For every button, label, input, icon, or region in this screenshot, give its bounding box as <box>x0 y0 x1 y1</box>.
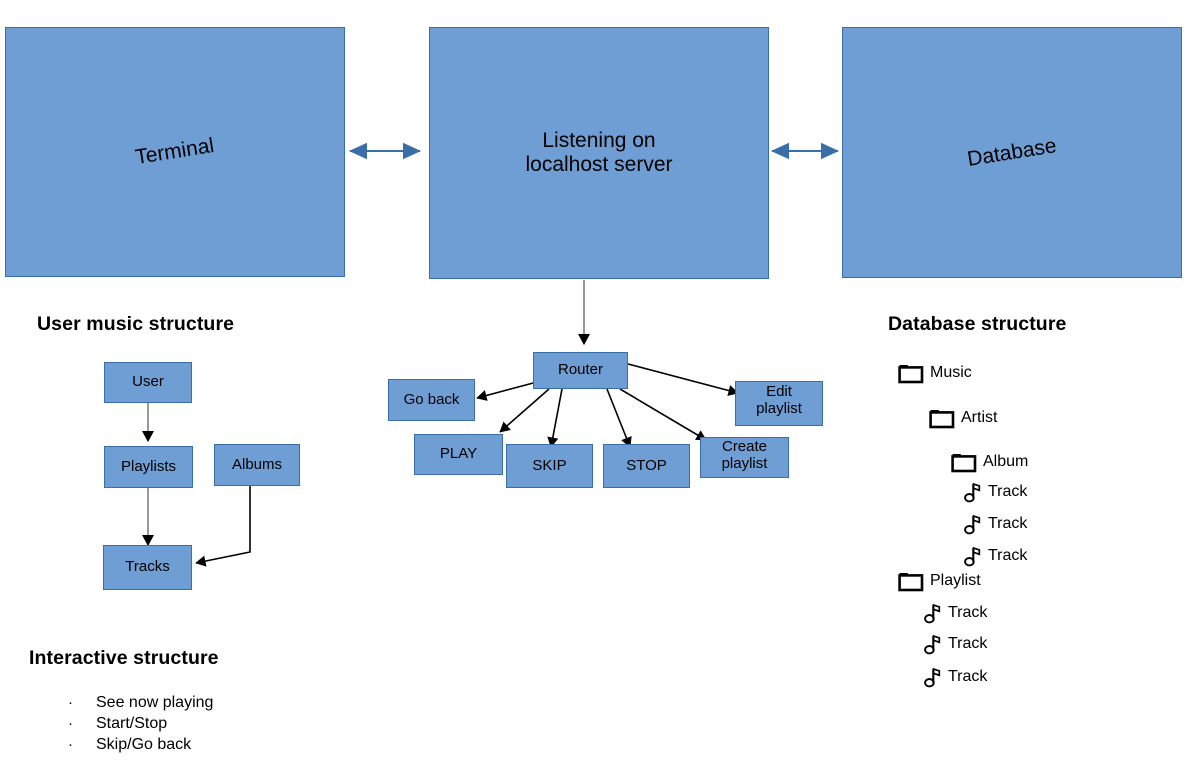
interactive-structure-list: · See now playing · Start/Stop · Skip/Go… <box>68 694 213 757</box>
bullet-icon: · <box>68 736 73 753</box>
arrow-router-edit-playlist <box>627 363 739 396</box>
database-structure-tree: Music Artist Album <box>898 360 1178 695</box>
albums-box[interactable]: Albums <box>214 444 300 486</box>
router-box-label: Router <box>557 361 604 379</box>
user-box[interactable]: User <box>104 362 192 403</box>
create-playlist-box[interactable] <box>700 437 789 478</box>
bullet-icon: · <box>68 694 73 711</box>
music-note-icon <box>964 546 982 567</box>
tree-item-track-p1[interactable]: Track <box>924 602 987 624</box>
bullet-icon: · <box>68 715 73 732</box>
tree-item-track-a3[interactable]: Track <box>964 545 1027 567</box>
database-label: Database <box>965 133 1059 171</box>
router-box[interactable]: Router <box>533 352 628 389</box>
list-item[interactable]: · See now playing <box>68 694 213 715</box>
tree-item-track-a1[interactable]: Track <box>964 481 1027 503</box>
server-box[interactable]: Listening on localhost server <box>429 27 769 279</box>
tracks-box[interactable]: Tracks <box>103 545 192 590</box>
list-item-label: Skip/Go back <box>96 736 192 753</box>
list-item[interactable]: · Skip/Go back <box>68 736 213 757</box>
music-note-icon <box>964 514 982 535</box>
create-playlist-box-label: Create playlist <box>721 438 768 472</box>
list-item-label: See now playing <box>96 694 214 711</box>
tree-item-label: Track <box>988 547 1028 564</box>
tree-item-track-a2[interactable]: Track <box>964 513 1027 535</box>
arrow-albums-tracks <box>195 486 251 567</box>
tree-item-label: Track <box>988 483 1028 500</box>
tree-item-label: Track <box>948 604 988 621</box>
tree-item-label: Playlist <box>930 572 981 589</box>
arrow-router-skip <box>547 388 563 448</box>
music-note-icon <box>924 603 942 624</box>
tree-item-track-p3[interactable]: Track <box>924 666 987 688</box>
go-back-box[interactable]: Go back <box>388 379 475 421</box>
folder-icon <box>898 571 924 592</box>
tree-item-label: Track <box>948 635 988 652</box>
arrow-router-stop <box>606 388 632 448</box>
arrow-router-play <box>499 388 550 433</box>
tree-item-album[interactable]: Album <box>951 451 1028 473</box>
terminal-box[interactable]: Terminal <box>5 27 345 277</box>
interactive-structure-title: Interactive structure <box>29 647 219 669</box>
tree-item-track-p2[interactable]: Track <box>924 633 987 655</box>
folder-icon <box>898 363 924 384</box>
arrow-router-create-playlist <box>619 388 707 441</box>
tree-item-artist[interactable]: Artist <box>929 407 997 429</box>
terminal-label: Terminal <box>133 134 216 170</box>
edit-playlist-box-label: Edit playlist <box>756 383 802 417</box>
list-item[interactable]: · Start/Stop <box>68 715 213 736</box>
music-note-icon <box>924 634 942 655</box>
folder-icon <box>929 408 955 429</box>
edit-playlist-box[interactable] <box>735 381 823 426</box>
tree-item-label: Album <box>983 453 1029 470</box>
tree-item-label: Track <box>988 515 1028 532</box>
play-box-label: PLAY <box>439 445 478 463</box>
playlists-box-label: Playlists <box>120 457 176 475</box>
tree-item-label: Music <box>930 364 972 381</box>
stop-box-label: STOP <box>626 456 667 474</box>
skip-box-label: SKIP <box>532 456 567 474</box>
database-structure-title: Database structure <box>888 313 1067 335</box>
music-note-icon <box>964 482 982 503</box>
albums-box-label: Albums <box>231 455 283 473</box>
folder-icon <box>951 452 977 473</box>
tree-item-label: Track <box>948 668 988 685</box>
playlists-box[interactable]: Playlists <box>104 446 193 488</box>
tracks-box-label: Tracks <box>125 558 170 576</box>
user-box-label: User <box>132 373 164 391</box>
tree-item-music[interactable]: Music <box>898 362 972 384</box>
play-box[interactable]: PLAY <box>414 434 503 475</box>
tree-item-playlist[interactable]: Playlist <box>898 570 981 592</box>
server-label: Listening on localhost server <box>525 129 673 176</box>
music-note-icon <box>924 667 942 688</box>
tree-item-label: Artist <box>961 409 998 426</box>
list-item-label: Start/Stop <box>96 715 168 732</box>
skip-box[interactable]: SKIP <box>506 444 593 488</box>
database-box[interactable]: Database <box>842 27 1182 278</box>
go-back-box-label: Go back <box>403 390 460 408</box>
arrow-router-goback <box>476 381 538 401</box>
stop-box[interactable]: STOP <box>603 444 690 488</box>
user-music-structure-title: User music structure <box>37 313 235 335</box>
